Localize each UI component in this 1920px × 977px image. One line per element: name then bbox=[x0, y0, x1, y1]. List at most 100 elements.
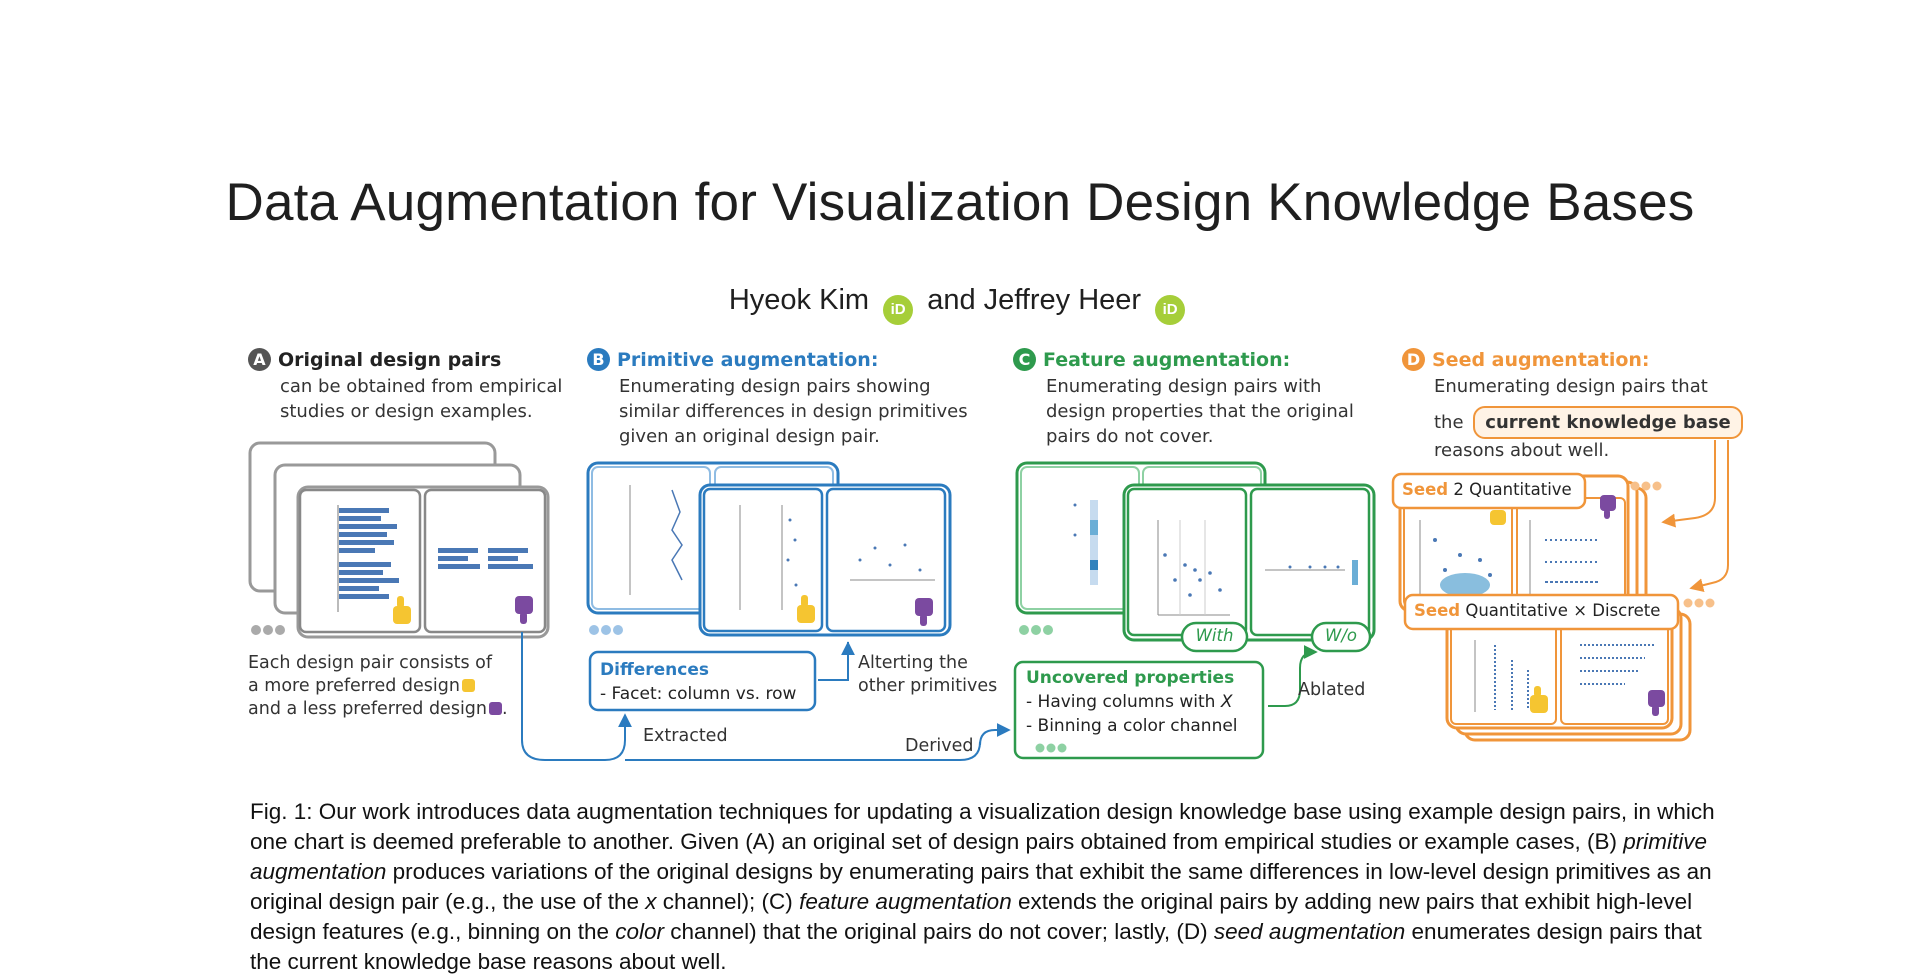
section-b-description: Enumerating design pairs showing similar… bbox=[619, 374, 968, 449]
line-chart-thumbnail bbox=[629, 485, 935, 610]
without-label: W/o bbox=[1325, 626, 1357, 645]
extracted-label: Extracted bbox=[643, 726, 728, 746]
section-b-stack bbox=[586, 461, 952, 637]
knowledge-base-pill: current knowledge base bbox=[1473, 406, 1743, 439]
caption-text: channel) that the original pairs do not … bbox=[664, 919, 1214, 944]
desc-fragment: the bbox=[1434, 412, 1464, 433]
seed-label-1: Seed 2 Quantitative bbox=[1402, 480, 1572, 499]
author-name: Hyeok Kim bbox=[728, 284, 870, 316]
section-d-desc-line3: reasons about well. bbox=[1434, 438, 1609, 463]
section-c-header: C Feature augmentation: bbox=[1013, 348, 1290, 371]
seed-arrow-1 bbox=[1661, 440, 1716, 528]
thumbs-up-icon bbox=[797, 595, 815, 623]
ellipsis-icon bbox=[251, 625, 285, 635]
caption-text: produces variations of the original desi… bbox=[250, 859, 1712, 914]
uncovered-item-var: X bbox=[1220, 692, 1233, 712]
column-dot-thumbnail bbox=[1474, 640, 1529, 712]
row-dot-thumbnail bbox=[1580, 644, 1655, 685]
section-a-header: A Original design pairs bbox=[248, 348, 501, 371]
label-line: Alterting the bbox=[858, 653, 968, 673]
uncovered-item: - Binning a color channel bbox=[1026, 716, 1238, 736]
section-title: Seed augmentation: bbox=[1432, 349, 1650, 371]
seed-label-2: Seed Quantitative × Discrete bbox=[1414, 601, 1660, 620]
desc-line: Enumerating design pairs that bbox=[1434, 376, 1708, 397]
ellipsis-icon bbox=[589, 625, 623, 635]
seed-arrow-2 bbox=[1689, 440, 1729, 593]
altering-label: Alterting the other primitives bbox=[858, 652, 997, 698]
differences-title: Differences bbox=[600, 660, 709, 680]
section-a-note: Each design pair consists of a more pref… bbox=[248, 653, 508, 719]
ellipsis-icon bbox=[1630, 481, 1662, 491]
with-label: With bbox=[1195, 626, 1234, 645]
thumbs-up-icon bbox=[1530, 686, 1548, 713]
desc-line: pairs do not cover. bbox=[1046, 426, 1214, 447]
section-title: Original design pairs bbox=[278, 349, 502, 371]
author-conjunction: and bbox=[927, 284, 976, 316]
uncovered-title: Uncovered properties bbox=[1026, 668, 1235, 688]
paper-title: Data Augmentation for Visualization Desi… bbox=[225, 173, 1695, 232]
dense-scatter-thumbnail bbox=[1419, 520, 1505, 601]
figure-caption: Fig. 1: Our work introduces data augment… bbox=[250, 797, 1730, 977]
caption-emphasis: x bbox=[645, 889, 657, 914]
ellipsis-icon bbox=[1683, 598, 1715, 608]
desc-line: studies or design examples. bbox=[280, 401, 533, 422]
strip-plot-thumbnail bbox=[1265, 560, 1358, 585]
heatmap-thumbnail bbox=[1073, 500, 1098, 585]
scatter-thumbnail bbox=[1157, 520, 1230, 616]
thumbs-down-icon bbox=[489, 702, 503, 715]
section-badge: B bbox=[587, 348, 610, 371]
section-badge: A bbox=[248, 348, 271, 371]
section-d-desc-line2: the current knowledge base bbox=[1434, 406, 1743, 439]
desc-line: similar differences in design primitives bbox=[619, 401, 968, 422]
section-d-description: Enumerating design pairs that bbox=[1434, 374, 1708, 399]
section-a-stack bbox=[248, 441, 550, 639]
section-title: Feature augmentation: bbox=[1043, 349, 1291, 371]
seed-value: 2 Quantitative bbox=[1453, 480, 1572, 499]
section-c-description: Enumerating design pairs with design pro… bbox=[1046, 374, 1354, 449]
section-title: Primitive augmentation: bbox=[617, 349, 879, 371]
caption-emphasis: seed augmentation bbox=[1213, 919, 1406, 944]
author-name: Jeffrey Heer bbox=[983, 284, 1142, 316]
section-a-description: can be obtained from empirical studies o… bbox=[280, 374, 562, 424]
ellipsis-icon bbox=[1035, 743, 1067, 753]
desc-line: Enumerating design pairs showing bbox=[619, 376, 931, 397]
caption-text: channel); (C) bbox=[656, 889, 800, 914]
thumbs-up-icon bbox=[1490, 510, 1506, 525]
thumbs-down-icon bbox=[1600, 495, 1616, 519]
thumbs-up-icon bbox=[393, 596, 411, 624]
caption-text: extends the original pairs by adding new… bbox=[250, 889, 1693, 944]
faceted-bar-chart-thumbnail bbox=[438, 548, 533, 569]
caption-emphasis: color bbox=[615, 919, 665, 944]
thumbs-down-icon bbox=[1648, 690, 1665, 716]
dot-strip-thumbnail bbox=[1529, 520, 1600, 600]
caption-emphasis: feature augmentation bbox=[799, 889, 1012, 914]
caption-emphasis: primitive augmentation bbox=[250, 829, 1707, 884]
section-d-header: D Seed augmentation: bbox=[1402, 348, 1650, 371]
uncovered-properties-text: Uncovered properties - Having columns wi… bbox=[1026, 666, 1238, 738]
note-line: and a less preferred design bbox=[248, 699, 488, 719]
note-line: Each design pair consists of bbox=[248, 653, 493, 673]
section-badge: D bbox=[1402, 348, 1425, 371]
desc-line: reasons about well. bbox=[1434, 440, 1610, 461]
desc-line: given an original design pair. bbox=[619, 426, 880, 447]
seed-word: Seed bbox=[1414, 601, 1461, 620]
ablated-label: Ablated bbox=[1298, 680, 1366, 700]
orcid-icon[interactable]: iD bbox=[1155, 295, 1186, 325]
desc-line: can be obtained from empirical bbox=[280, 376, 563, 397]
orcid-icon[interactable]: iD bbox=[883, 295, 914, 325]
thumbs-down-icon bbox=[915, 598, 933, 626]
label-line: other primitives bbox=[858, 676, 998, 696]
section-c-stack bbox=[1015, 461, 1376, 642]
desc-line: design properties that the original bbox=[1046, 401, 1354, 422]
uncovered-item: - Having columns with bbox=[1026, 692, 1221, 712]
thumbs-down-icon bbox=[515, 596, 533, 624]
desc-line: Enumerating design pairs with bbox=[1046, 376, 1322, 397]
section-b-header: B Primitive augmentation: bbox=[587, 348, 878, 371]
section-badge: C bbox=[1013, 348, 1036, 371]
bar-chart-thumbnail bbox=[337, 505, 399, 612]
differences-text: Differences - Facet: column vs. row bbox=[600, 658, 796, 706]
altering-connector bbox=[818, 642, 849, 681]
author-line: Hyeok Kim iD and Jeffrey Heer iD bbox=[0, 284, 1920, 325]
caption-text: Fig. 1: Our work introduces data augment… bbox=[250, 799, 1715, 854]
